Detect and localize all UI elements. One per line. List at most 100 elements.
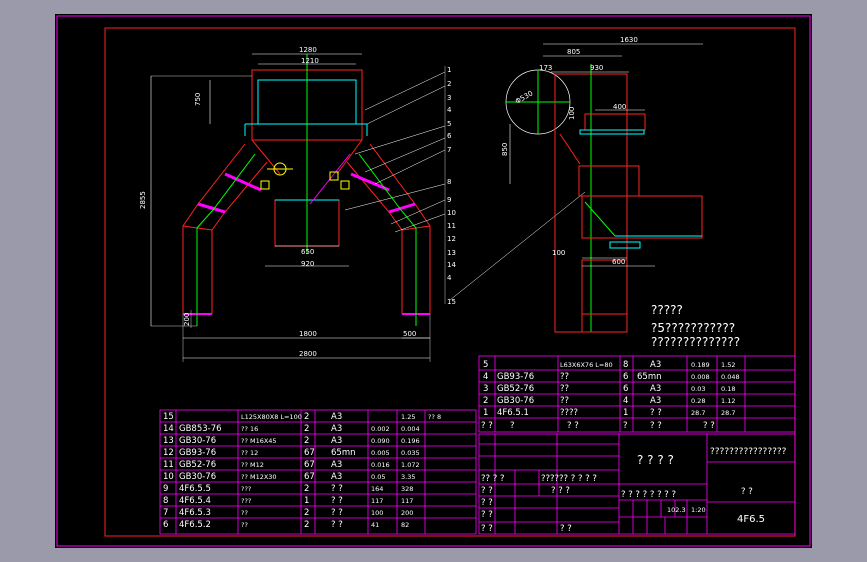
r3-code: GB52-76: [497, 384, 534, 394]
left-row-7-code: 4F6.5.3: [179, 508, 211, 518]
front-view-dimensions: 1280 1210 750 2855 650 920 200 1800 500 …: [139, 46, 416, 358]
title-block-sig3: ? ?: [481, 486, 493, 496]
left-row-10-name: ?? M12X30: [241, 473, 277, 481]
left-row-11-w1: 0.016: [371, 461, 390, 469]
left-row-6-qty: 2: [304, 520, 309, 530]
left-row-15-qty: 2: [304, 412, 309, 422]
r5-qty: 8: [623, 360, 628, 370]
left-row-13-w1: 0.090: [371, 437, 390, 445]
left-row-9-qty: 2: [304, 484, 309, 494]
rh-no: ? ?: [481, 421, 493, 431]
title-block-stage-row: ? ? ? ? ? ? ? ?: [621, 490, 676, 500]
dim-850: 850: [501, 143, 509, 156]
title-block-sig8: ? ?: [560, 524, 572, 534]
cad-drawing: 1280 1210 750 2855 650 920 200 1800 500 …: [56, 15, 811, 547]
dim-phi530: Φ530: [514, 89, 534, 105]
title-block-title: ? ? ? ?: [637, 453, 674, 467]
dim-805: 805: [567, 48, 580, 56]
left-row-7-name: ??: [241, 509, 248, 517]
r2-w1: 0.28: [691, 397, 705, 405]
dim-600: 600: [612, 258, 625, 266]
rh-qty: ?: [623, 421, 628, 431]
parts-table-left: [159, 409, 477, 535]
left-row-6-no: 6: [163, 520, 168, 530]
left-row-13-qty: 2: [304, 436, 309, 446]
r4-name: ??: [560, 372, 569, 382]
dim-100-bottom: 100: [552, 249, 565, 257]
callout-11: 11: [447, 222, 456, 230]
dim-930: 930: [590, 64, 603, 72]
left-row-14-w2: 0.004: [401, 425, 420, 433]
title-block-scale: 1:20: [691, 506, 706, 514]
rh-weight: ? ?: [703, 421, 715, 431]
r1-name: ????: [560, 408, 578, 418]
technical-notes: ????? ?5??????????? ??????????????: [651, 303, 740, 349]
r2-qty: 4: [623, 396, 628, 406]
left-row-10-qty: 67: [304, 472, 315, 482]
r5-mat: A3: [650, 360, 661, 370]
r5-w1: 0.189: [691, 361, 710, 369]
left-row-13-no: 13: [163, 436, 174, 446]
callout-2: 2: [447, 80, 451, 88]
left-row-10-mat: A3: [331, 472, 342, 482]
left-row-8-code: 4F6.5.4: [179, 496, 211, 506]
r3-w2: 0.18: [721, 385, 735, 393]
left-row-12-w1: 0.005: [371, 449, 390, 457]
r4-no: 4: [483, 372, 488, 382]
left-row-15-mat: A3: [331, 412, 342, 422]
r4-w1: 0.008: [691, 373, 710, 381]
side-view-dimensions: 1630 805 173 930 400 100 850 100 600 Φ53…: [501, 36, 638, 266]
left-row-12-code: GB93-76: [179, 448, 216, 458]
left-row-10-w2: 3.35: [401, 473, 415, 481]
left-row-6-name: ??: [241, 521, 248, 529]
left-row-10-w1: 0.05: [371, 473, 385, 481]
left-row-7-no: 7: [163, 508, 168, 518]
r2-name: ??: [560, 396, 569, 406]
dim-200: 200: [183, 313, 191, 326]
title-block-sig7: ? ?: [481, 524, 493, 534]
r5-name: L63X6X76 L=80: [560, 361, 613, 369]
r3-qty: 6: [623, 384, 628, 394]
dim-1630: 1630: [620, 36, 638, 44]
left-row-9-no: 9: [163, 484, 168, 494]
r1-w2: 28.7: [721, 409, 735, 417]
left-row-8-qty: 1: [304, 496, 309, 506]
r4-code: GB93-76: [497, 372, 534, 382]
left-row-12-name: ?? 12: [241, 449, 258, 457]
note-line-2: ??????????????: [651, 335, 740, 349]
callout-4b: 4: [447, 274, 452, 282]
left-row-15-note: ?? 8: [428, 413, 441, 421]
r1-mat: ? ?: [650, 408, 662, 418]
left-row-13-name: ?? M16X45: [241, 437, 277, 445]
title-block-weight: 102.3: [667, 506, 686, 514]
left-row-11-no: 11: [163, 460, 174, 470]
callout-14: 14: [447, 261, 456, 269]
dim-173: 173: [539, 64, 552, 72]
side-view: [505, 43, 703, 333]
dim-400: 400: [613, 103, 626, 111]
left-row-7-mat: ? ?: [331, 508, 343, 518]
left-row-11-code: GB52-76: [179, 460, 216, 470]
r2-w2: 1.12: [721, 397, 735, 405]
left-row-11-w2: 1.072: [401, 461, 420, 469]
left-row-12-no: 12: [163, 448, 174, 458]
r3-no: 3: [483, 384, 488, 394]
callout-7: 7: [447, 146, 451, 154]
r4-qty: 6: [623, 372, 628, 382]
left-row-11-name: ?? M12: [241, 461, 264, 469]
title-block-sig6: ? ?: [481, 510, 493, 520]
left-row-14-no: 14: [163, 424, 174, 434]
outer-frame: [56, 15, 811, 547]
left-row-10-no: 10: [163, 472, 174, 482]
title-block-sig1: ?? ? ?: [481, 474, 504, 484]
left-row-6-w1: 41: [371, 521, 379, 529]
left-row-13-mat: A3: [331, 436, 342, 446]
dim-500: 500: [403, 330, 416, 338]
parts-table-right: 5 L63X6X76 L=80 8 A3 0.189 1.52 4 GB93-7…: [478, 355, 796, 433]
callout-15: 15: [447, 298, 456, 306]
left-row-6-code: 4F6.5.2: [179, 520, 211, 530]
dim-650: 650: [301, 248, 314, 256]
rh-name: ? ?: [567, 421, 579, 431]
title-block-sig5: ? ?: [481, 498, 493, 508]
